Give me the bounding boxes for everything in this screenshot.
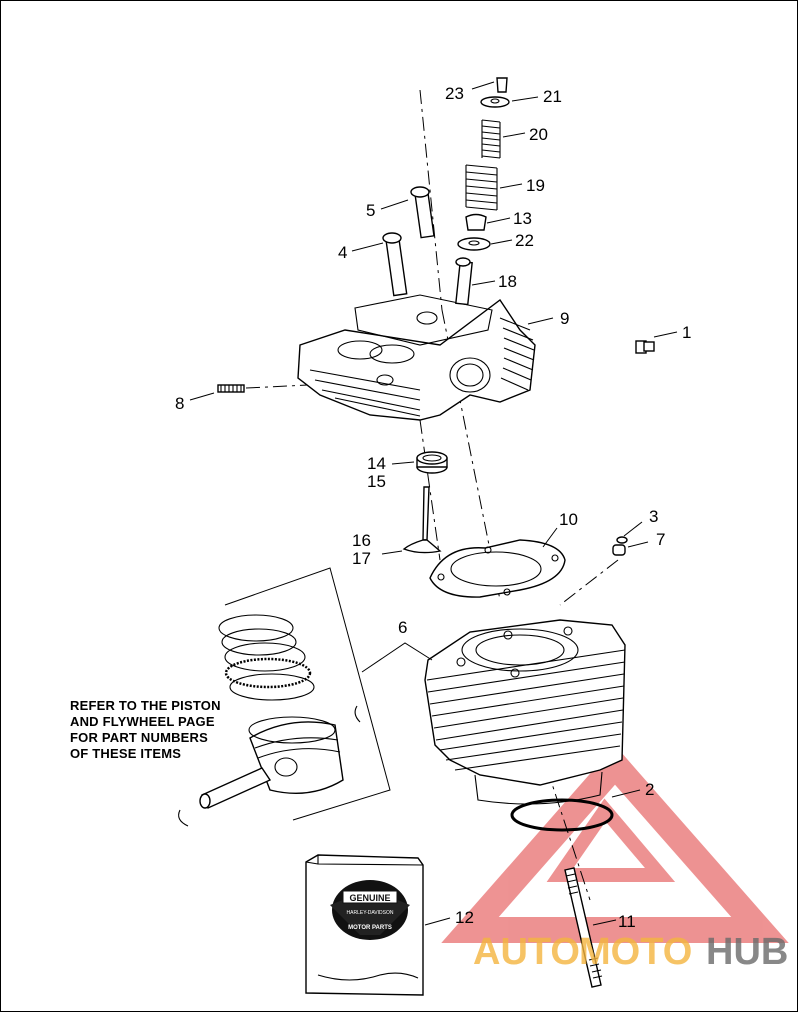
brand-genuine: GENUINE [349,893,390,903]
callout-12: 12 [455,908,474,927]
callout-23: 23 [445,84,464,103]
callout-19: 19 [526,176,545,195]
note-line-4: OF THESE ITEMS [70,746,181,761]
piston-kit-outline [224,567,391,821]
o-ring-2 [510,798,614,832]
valve-seal-18 [455,257,473,306]
o-ring-7 [612,544,626,556]
valve-keeper-23 [496,77,508,93]
dowel-pin-3 [616,536,628,544]
valve-guide-5 [410,186,435,239]
brand-motor-parts: MOTOR PARTS [348,925,392,931]
watermark-hub: HUB [706,931,788,973]
spring-retainer-21 [480,96,510,108]
note-line-3: FOR PART NUMBERS [70,730,208,745]
callout-18: 18 [498,272,517,291]
gasket-kit-box-12: GENUINE HARLEY-DAVIDSON MOTOR PARTS [305,854,424,996]
piston [248,716,344,795]
piston-rings [218,614,315,701]
callout-2: 2 [645,780,654,799]
cylinder-head [297,294,536,421]
callout-9: 9 [560,309,569,328]
piston-pin [199,767,272,809]
callout-11: 11 [618,912,636,931]
callout-1: 1 [682,323,691,342]
piston-reference-note: REFER TO THE PISTON AND FLYWHEEL PAGE FO… [70,698,221,761]
callout-6: 6 [398,618,407,637]
bolt-1 [635,340,655,354]
watermark-text: AUTO MOTO HUB [473,931,788,973]
spring-seat-22 [457,237,491,251]
brand-harley: HARLEY-DAVIDSON [347,910,394,916]
valve-seat-14-15 [416,451,448,474]
outer-spring-19 [465,164,498,211]
callout-16: 16 [352,531,371,550]
callout-5: 5 [366,201,375,220]
watermark-logo [441,745,789,943]
callout-4: 4 [338,243,347,262]
cylinder-stud-11 [564,867,603,988]
callout-7: 7 [656,530,665,549]
callout-14: 14 [367,454,386,473]
valve-guide-4 [382,232,408,297]
inner-spring-20 [481,119,501,159]
valve-stem-seal-13 [465,213,487,231]
callout-13: 13 [513,209,532,228]
callout-21: 21 [543,87,562,106]
callout-labels: 1 2 3 4 5 6 7 8 9 10 11 12 13 14 15 16 1… [175,84,691,931]
callout-22: 22 [515,231,534,250]
watermark-auto: AUTO [473,931,580,973]
retaining-clips [178,705,361,827]
callout-10: 10 [559,510,578,529]
callout-8: 8 [175,394,184,413]
valve-16-17 [402,486,442,554]
cylinder-6 [424,619,626,805]
callout-15: 15 [367,472,386,491]
leader-lines [189,81,678,926]
watermark-moto: MOTO [579,931,692,973]
callout-17: 17 [352,549,371,568]
head-gasket-10 [429,539,566,598]
note-line-1: REFER TO THE PISTON [70,698,221,713]
stud-8 [217,384,245,393]
callout-3: 3 [649,507,658,526]
callout-20: 20 [529,125,548,144]
note-line-2: AND FLYWHEEL PAGE [70,714,215,729]
